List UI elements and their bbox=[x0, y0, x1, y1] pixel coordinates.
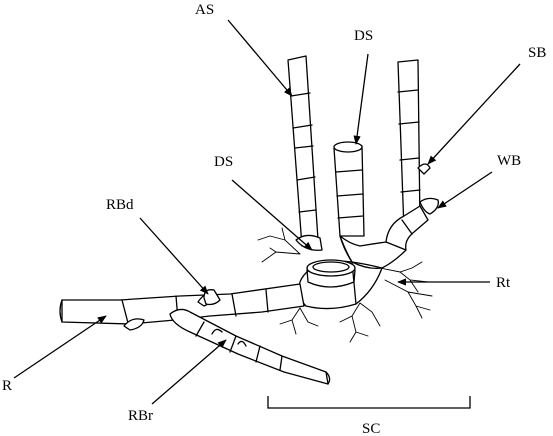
pointer-arrows bbox=[13, 19, 521, 405]
label-rbd: RBd bbox=[106, 197, 134, 213]
labels: AS DS SB DS WB RBd Rt R RBr SC bbox=[2, 2, 546, 436]
aerial-shoot-AS bbox=[287, 55, 323, 251]
dormant-stump-top bbox=[333, 141, 365, 237]
label-rbr: RBr bbox=[128, 408, 153, 424]
label-as: AS bbox=[195, 2, 214, 18]
label-rt: Rt bbox=[496, 275, 511, 291]
label-sc: SC bbox=[362, 421, 380, 436]
arrow-ds-mid bbox=[231, 179, 313, 251]
arrow-as bbox=[227, 19, 293, 97]
sc-bracket bbox=[267, 396, 471, 409]
arrow-wb bbox=[437, 171, 493, 209]
arrow-rbr bbox=[151, 339, 227, 405]
shoot-SB bbox=[397, 59, 431, 231]
arrow-ds-top bbox=[353, 53, 369, 145]
branch-WB bbox=[385, 197, 439, 251]
arrow-sb bbox=[427, 63, 521, 165]
roots bbox=[257, 227, 433, 343]
label-ds-top: DS bbox=[354, 28, 373, 44]
label-wb: WB bbox=[497, 153, 521, 169]
branch-RBr bbox=[169, 308, 331, 385]
arrow-rbd bbox=[139, 217, 209, 295]
label-ds-mid: DS bbox=[214, 154, 233, 170]
label-r: R bbox=[2, 378, 12, 394]
label-sb: SB bbox=[528, 45, 546, 61]
arrow-r bbox=[13, 315, 107, 379]
